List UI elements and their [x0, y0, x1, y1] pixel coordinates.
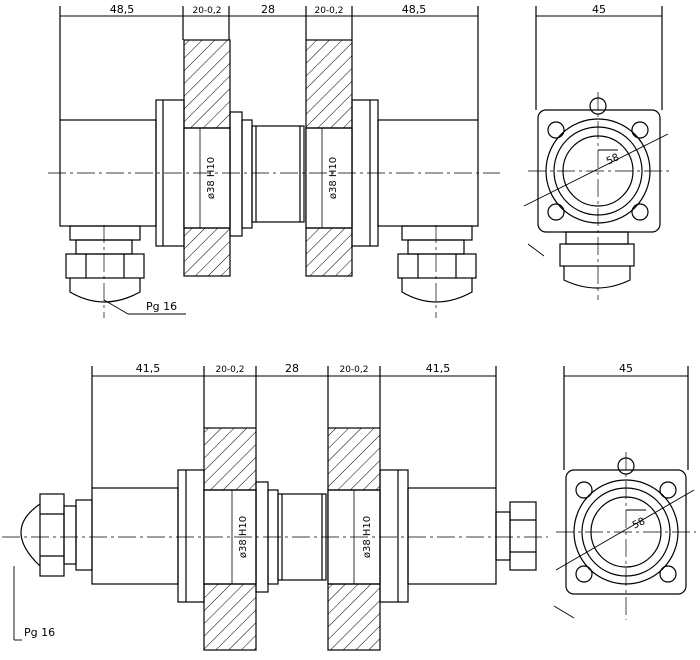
top-dim-tol-left: 20-0,2	[192, 6, 221, 16]
bottom-end-width: 45	[619, 362, 633, 375]
top-dim-right: 48,5	[402, 3, 427, 16]
bottom-bore-right: ø38 H10	[362, 516, 373, 558]
top-end-view	[523, 6, 669, 289]
bottom-end-centerlines	[556, 452, 696, 620]
bottom-dim-tol-left: 20-0,2	[215, 365, 244, 375]
bottom-dim-right: 41,5	[426, 362, 451, 375]
bottom-dim-left: 41,5	[136, 362, 161, 375]
top-end-diameter: 58	[605, 152, 621, 167]
top-dim-middle: 28	[261, 3, 275, 16]
bottom-side-view	[13, 366, 537, 651]
top-side-view	[59, 6, 479, 315]
top-dim-left: 48,5	[110, 3, 135, 16]
bottom-end-view	[553, 366, 695, 619]
top-bore-left: ø38 H10	[206, 157, 217, 199]
bottom-bore-left: ø38 H10	[238, 516, 249, 558]
top-dim-tol-right: 20-0,2	[314, 6, 343, 16]
bottom-end-diameter: 58	[631, 516, 647, 531]
top-bore-right: ø38 H10	[328, 157, 339, 199]
top-centerlines	[48, 172, 500, 318]
top-thread-label: Pg 16	[146, 300, 177, 313]
top-end-width: 45	[592, 3, 606, 16]
bottom-thread-label: Pg 16	[24, 626, 55, 639]
bottom-dim-middle: 28	[285, 362, 299, 375]
bottom-dim-tol-right: 20-0,2	[339, 365, 368, 375]
top-end-centerlines	[528, 92, 672, 300]
